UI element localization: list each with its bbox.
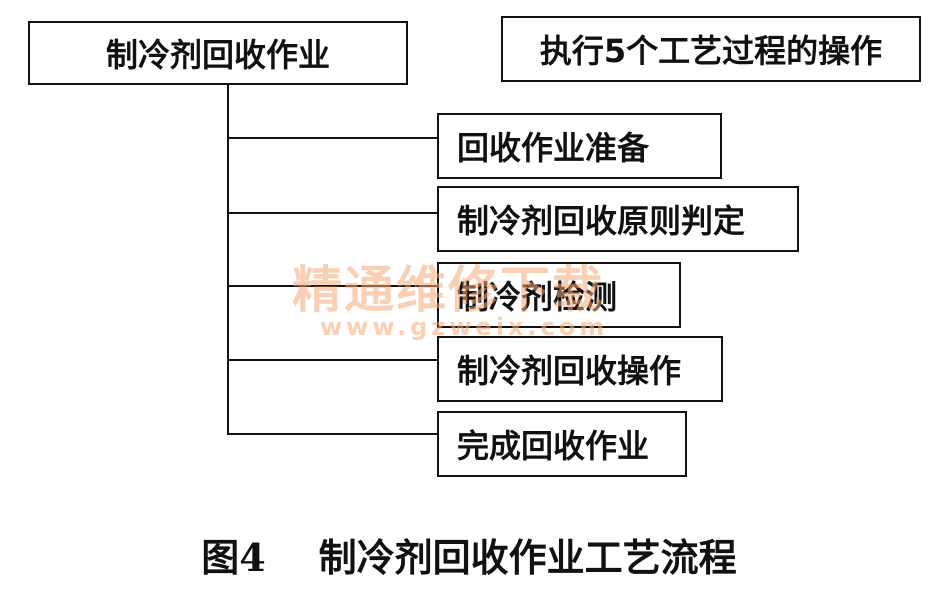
step-label-3: 制冷剂检测 (457, 278, 618, 316)
step-label-5: 完成回收作业 (457, 427, 650, 465)
branch-line-1 (227, 137, 438, 139)
figure-caption: 图4 制冷剂回收作业工艺流程 (0, 527, 938, 582)
step-label-2: 制冷剂回收原则判定 (457, 202, 746, 240)
step-box-3: 制冷剂检测 (437, 262, 681, 328)
step-label-1: 回收作业准备 (457, 129, 650, 167)
note-label: 执行5个工艺过程的操作 (539, 32, 883, 70)
step-box-2: 制冷剂回收原则判定 (437, 186, 799, 252)
branch-line-2 (227, 212, 438, 214)
step-box-4: 制冷剂回收操作 (437, 336, 723, 402)
figure-title: 制冷剂回收作业工艺流程 (318, 535, 737, 580)
branch-line-5 (227, 433, 438, 435)
branch-line-4 (227, 359, 438, 361)
figure-number: 图4 (201, 535, 266, 580)
root-box: 制冷剂回收作业 (28, 21, 408, 85)
branch-line-3 (227, 285, 438, 287)
step-box-1: 回收作业准备 (437, 113, 722, 179)
root-label: 制冷剂回收作业 (105, 36, 330, 74)
step-box-5: 完成回收作业 (437, 411, 687, 477)
step-label-4: 制冷剂回收操作 (457, 352, 682, 390)
note-box: 执行5个工艺过程的操作 (501, 16, 921, 82)
trunk-line (227, 85, 229, 435)
